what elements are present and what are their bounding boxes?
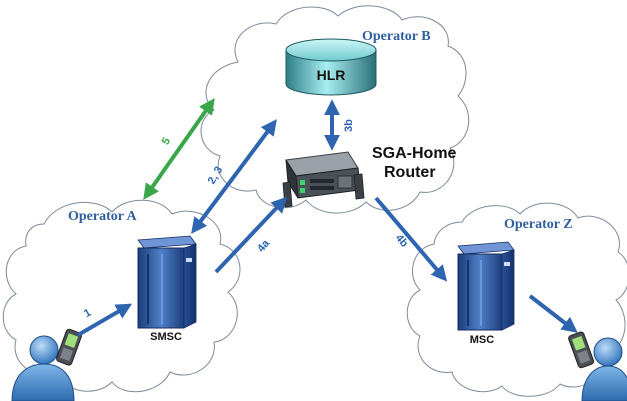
step-label-4a: 4a [255,237,273,255]
arrow-step-5 [143,98,215,200]
msc-label: MSC [470,334,495,346]
step-label-1: 1 [82,307,93,320]
smsc-server-icon [137,235,197,329]
operator-b-label: Operator B [362,29,431,44]
step-label-5: 5 [160,136,173,147]
operator-z-cloud [406,202,627,397]
arrow-msc-to-user [528,294,578,333]
mobile-user-z-icon [568,331,627,401]
operator-z-label: Operator Z [504,217,573,232]
mobile-user-a-icon [11,328,83,401]
step-label-3b: 3b [343,119,355,132]
arrow-step-2-3 [191,119,277,234]
router-label-line2: Router [384,164,436,181]
operator-a-label: Operator A [68,209,137,224]
router-label-line1: SGA-Home [372,145,457,162]
arrow-step-4b [374,196,448,282]
hlr-label: HLR [317,67,346,83]
arrow-step-4a [214,196,288,274]
msc-server-icon [457,241,515,331]
smsc-label: SMSC [150,331,182,343]
arrow-step-1 [76,303,133,337]
hlr-database-icon [285,38,377,96]
sga-home-router-icon [282,151,365,208]
